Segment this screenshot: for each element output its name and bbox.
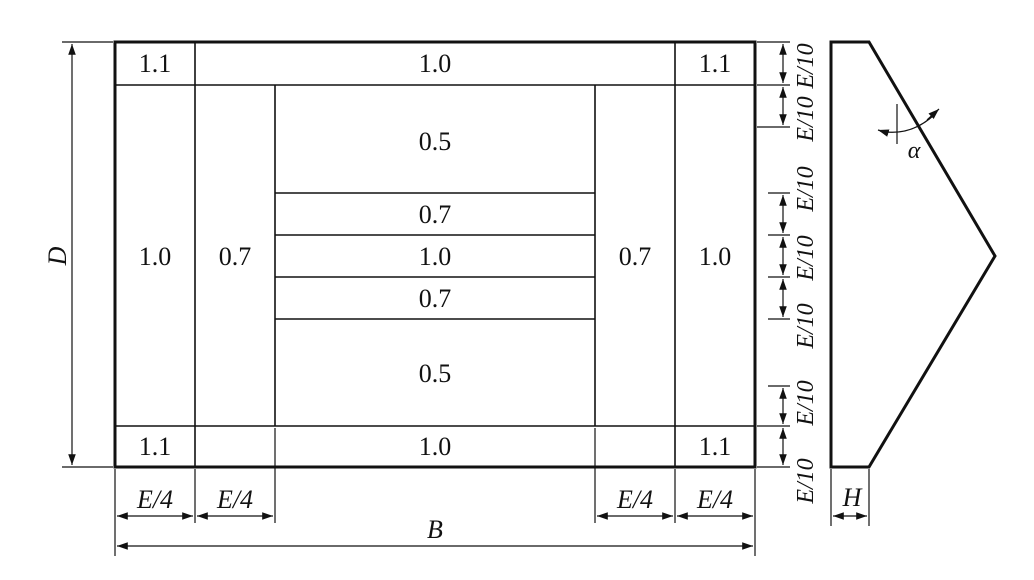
cell-bot-left: 1.1 — [139, 432, 172, 461]
angle-arrow — [877, 129, 890, 137]
panel-outline — [113, 40, 757, 469]
height-label: D — [43, 246, 72, 266]
height-dimension — [62, 41, 113, 468]
cell-top-mid: 1.0 — [419, 49, 452, 78]
cell-center-band-2: 1.0 — [419, 242, 452, 271]
cell-center-band-3: 0.7 — [419, 284, 452, 313]
tenth-label-3: E/10 — [793, 166, 819, 212]
width-label: B — [427, 515, 443, 544]
tenth-label-6: E/10 — [793, 380, 819, 426]
tenth-label-1: E/10 — [793, 43, 819, 89]
cell-center-top: 0.5 — [419, 127, 452, 156]
tenth-label-7: E/10 — [793, 458, 819, 504]
cell-top-left: 1.1 — [139, 49, 172, 78]
cell-right-outer: 1.0 — [699, 242, 732, 271]
tenth-dimensions — [757, 41, 790, 468]
tenth-label-2: E/10 — [793, 96, 819, 142]
cell-top-right: 1.1 — [699, 49, 732, 78]
cell-left-inner: 0.7 — [219, 242, 252, 271]
tenth-label-5: E/10 — [793, 303, 819, 349]
cell-bot-right: 1.1 — [699, 432, 732, 461]
quarter-label-1: E/4 — [136, 485, 173, 514]
thickness-label: H — [842, 483, 863, 512]
cell-right-inner: 0.7 — [619, 242, 652, 271]
quarter-label-2: E/4 — [216, 485, 253, 514]
angle-label: α — [908, 138, 921, 164]
quarter-dimensions — [114, 428, 756, 556]
tenth-label-4: E/10 — [793, 235, 819, 281]
quarter-label-3: E/4 — [616, 485, 653, 514]
cell-center-bottom: 0.5 — [419, 359, 452, 388]
side-profile — [829, 40, 997, 469]
angle-arrow — [926, 108, 940, 121]
cell-left-outer: 1.0 — [139, 242, 172, 271]
angle-arc — [879, 114, 935, 133]
cell-bot-mid: 1.0 — [419, 432, 452, 461]
panel-grid — [113, 40, 757, 469]
quarter-label-4: E/4 — [696, 485, 733, 514]
cell-center-band-1: 0.7 — [419, 200, 452, 229]
